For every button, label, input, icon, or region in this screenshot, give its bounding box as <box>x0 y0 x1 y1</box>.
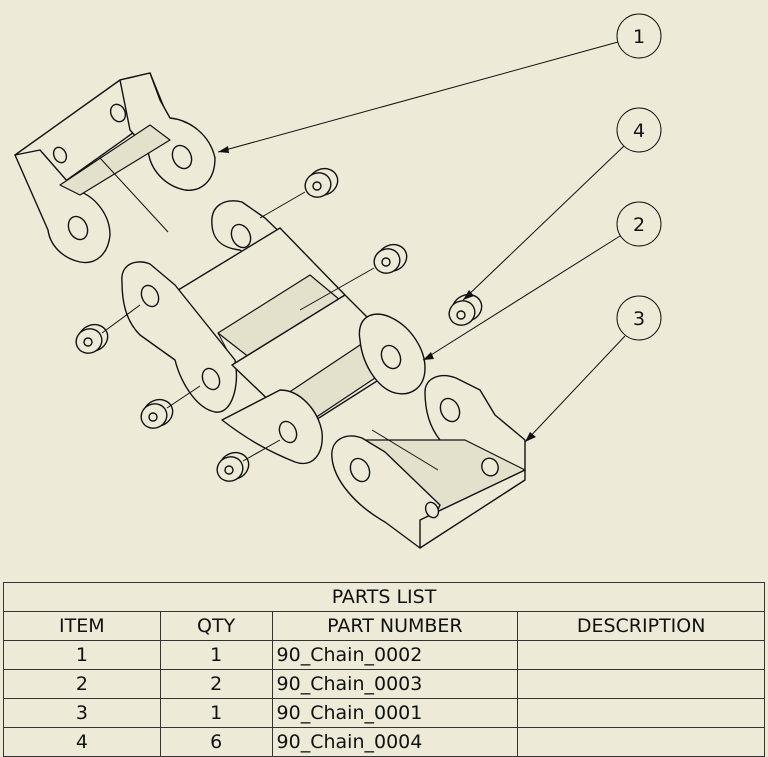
header-description: DESCRIPTION <box>517 611 765 641</box>
parts-list-table: PARTS LIST ITEM QTY PART NUMBER DESCRIPT… <box>3 582 765 757</box>
bushing <box>140 398 174 429</box>
cell-part-number: 90_Chain_0001 <box>271 698 519 728</box>
parts-list-title-row: PARTS LIST <box>3 582 765 612</box>
cell-description <box>517 669 765 699</box>
balloon-1-label: 1 <box>633 26 645 48</box>
table-row: 2 2 90_Chain_0003 <box>3 669 765 699</box>
part-end-bracket-bottom <box>331 374 526 549</box>
balloon-4: 4 <box>462 107 662 301</box>
cell-part-number: 90_Chain_0004 <box>271 727 519 757</box>
cell-item: 1 <box>3 640 161 670</box>
balloon-4-label: 4 <box>633 120 645 142</box>
explode-trail-lines <box>101 191 375 462</box>
balloon-2: 2 <box>422 201 662 361</box>
table-row: 4 6 90_Chain_0004 <box>3 727 765 757</box>
cell-qty: 1 <box>159 640 273 670</box>
parts-list-header-row: ITEM QTY PART NUMBER DESCRIPTION <box>3 611 765 641</box>
header-item: ITEM <box>3 611 161 641</box>
balloon-3: 3 <box>524 295 662 443</box>
part-chain-link-front <box>221 294 426 465</box>
cell-description <box>517 727 765 757</box>
bushing <box>216 451 250 482</box>
bushing <box>448 293 483 326</box>
table-row: 1 1 90_Chain_0002 <box>3 640 765 670</box>
exploded-assembly-view: 1 4 2 3 <box>14 13 662 549</box>
table-row: 3 1 90_Chain_0001 <box>3 698 765 728</box>
cell-part-number: 90_Chain_0003 <box>271 669 519 699</box>
balloon-3-label: 3 <box>633 308 645 330</box>
part-end-bracket-top <box>14 72 216 264</box>
header-part-number: PART NUMBER <box>271 611 519 641</box>
cell-qty: 6 <box>159 727 273 757</box>
balloon-1: 1 <box>217 13 662 153</box>
cell-item: 3 <box>3 698 161 728</box>
cell-qty: 2 <box>159 669 273 699</box>
part-bushings <box>75 167 483 482</box>
cell-part-number: 90_Chain_0002 <box>271 640 519 670</box>
bushing <box>304 167 339 198</box>
parts-list-title: PARTS LIST <box>3 582 765 612</box>
assembly-drawing: 1 4 2 3 <box>14 13 662 549</box>
cell-item: 4 <box>3 727 161 757</box>
cell-description <box>517 640 765 670</box>
cell-description <box>517 698 765 728</box>
cell-qty: 1 <box>159 698 273 728</box>
bushing <box>373 243 408 274</box>
cell-item: 2 <box>3 669 161 699</box>
balloon-2-label: 2 <box>633 214 645 236</box>
bushing <box>75 323 109 354</box>
header-qty: QTY <box>159 611 273 641</box>
